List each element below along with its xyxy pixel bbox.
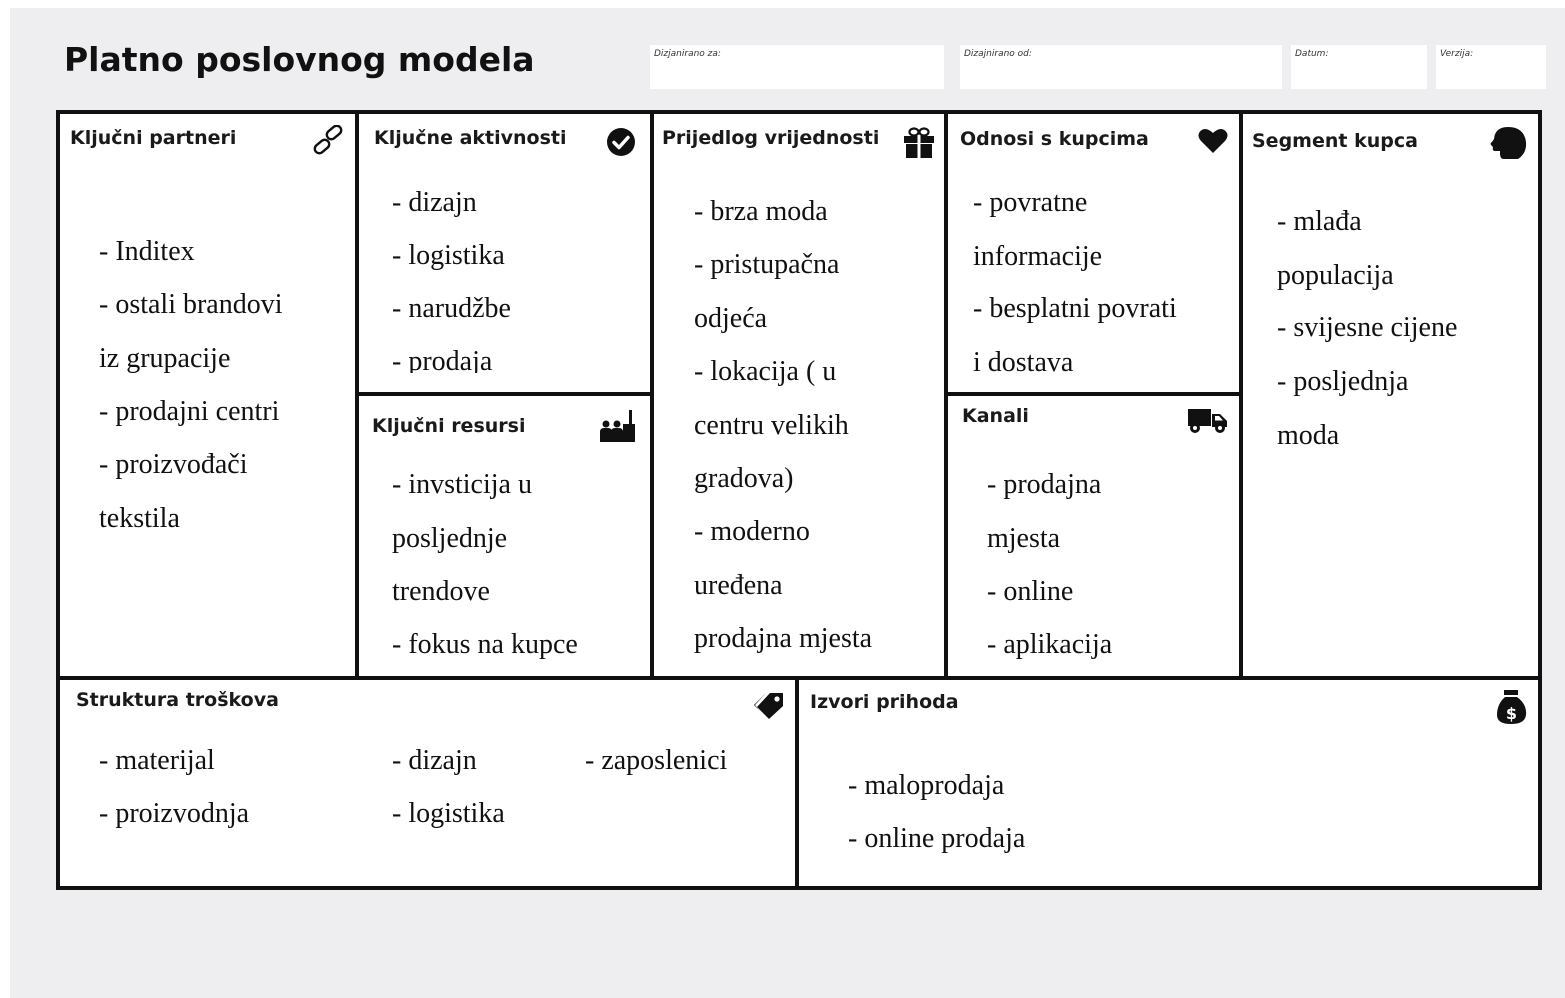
value-proposition-item: - pristupačna odjeća (694, 249, 840, 334)
page-title: Platno poslovnog modela (64, 40, 535, 79)
svg-text:$: $ (1506, 704, 1517, 723)
channels-item: - prodajna mjesta (987, 469, 1102, 554)
cost-structure-item: - materijal (99, 745, 215, 776)
key-partners-item: - ostali brandovi iz grupacije (99, 289, 283, 374)
cost-structure-title: Struktura troškova (76, 689, 279, 711)
divider (358, 392, 651, 396)
link-icon (312, 125, 344, 155)
revenue-streams-item: - online prodaja (848, 823, 1026, 854)
head-icon (1488, 125, 1528, 161)
channels-item: - online (987, 576, 1074, 607)
value-proposition-item: - lokacija ( u centru velikih gradova) (694, 356, 849, 494)
divider (650, 112, 654, 678)
date-label: Datum: (1295, 49, 1329, 59)
revenue-streams-item: - maloprodaja (848, 770, 1005, 801)
value-proposition-item: - moderno uređena prodajna mjesta (694, 516, 873, 654)
divider (355, 112, 359, 678)
factory-workers-icon (598, 408, 638, 442)
designed-by-field[interactable]: Dizajnirano od: (960, 45, 1282, 89)
designed-by-label: Dizajnirano od: (964, 49, 1032, 59)
key-activities-item: - dizajn (392, 187, 477, 218)
heart-icon (1198, 128, 1228, 154)
key-partners-item: - proizvođači tekstila (99, 449, 248, 534)
check-circle-icon (606, 127, 636, 157)
version-field[interactable]: Verzija: (1436, 45, 1546, 89)
key-activities-item: - prodaja (392, 346, 493, 373)
key-partners-title: Ključni partneri (70, 127, 237, 149)
designed-for-field[interactable]: Dizjanirano za: (650, 45, 944, 89)
key-partners-item: - Inditex (99, 236, 195, 267)
key-resources-title: Ključni resursi (372, 415, 526, 437)
channels-title: Kanali (962, 405, 1029, 427)
customer-relationships-item: - besplatni povrati i dostava (973, 293, 1177, 378)
value-proposition-item: - brza moda (694, 196, 828, 227)
business-model-canvas (56, 110, 1542, 890)
customer-segments-item: - posljednja moda (1277, 366, 1409, 451)
version-label: Verzija: (1440, 49, 1474, 59)
key-resources-item: - invsticija u posljednje trendove (392, 469, 532, 607)
value-proposition-title: Prijedlog vrijednosti (662, 127, 880, 149)
customer-segments-item: - svijesne cijene (1277, 312, 1458, 343)
money-bag-icon: $ (1495, 688, 1529, 726)
designed-for-label: Dizjanirano za: (654, 49, 721, 59)
customer-segments-title: Segment kupca (1252, 130, 1418, 152)
date-field[interactable]: Datum: (1291, 45, 1427, 89)
revenue-streams-title: Izvori prihoda (810, 691, 959, 713)
cost-structure-item: - dizajn (392, 745, 477, 776)
key-activities-item: - logistika (392, 240, 505, 271)
divider (58, 676, 1540, 680)
key-resources-item: - fokus na kupce (392, 629, 578, 660)
truck-icon (1187, 406, 1229, 434)
customer-relationships-item: - povratne informacije (973, 187, 1103, 272)
divider (947, 392, 1240, 396)
key-partners-item: - prodajni centri (99, 396, 280, 427)
customer-segments-item: - mlađa populacija (1277, 206, 1394, 291)
tag-icon (752, 690, 786, 720)
key-activities-item: - narudžbe (392, 293, 511, 324)
gift-icon (903, 126, 935, 158)
divider (944, 112, 948, 678)
divider (1239, 112, 1243, 678)
cost-structure-item: - proizvodnja (99, 798, 250, 829)
channels-item: - aplikacija (987, 629, 1113, 660)
customer-relationships-title: Odnosi s kupcima (960, 128, 1149, 150)
divider (795, 678, 799, 888)
cost-structure-item: - zaposlenici (585, 745, 728, 776)
key-activities-title: Ključne aktivnosti (374, 127, 567, 149)
cost-structure-item: - logistika (392, 798, 505, 829)
